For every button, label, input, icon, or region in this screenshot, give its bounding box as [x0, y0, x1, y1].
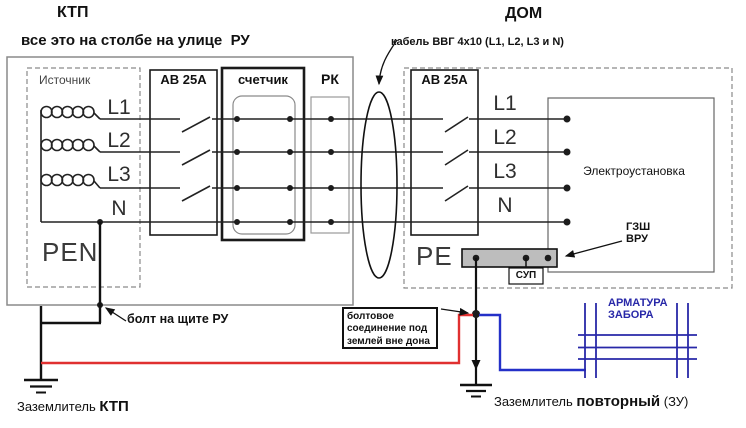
neutral-label-left: N: [111, 197, 127, 220]
cable-ellipse: [360, 91, 398, 279]
phase-label-l3-right: L3: [493, 160, 517, 183]
installation-box: [547, 97, 715, 273]
repeat-ground-symbol: [460, 383, 492, 398]
annotation-arrows: [104, 39, 623, 322]
dom-dashed-box: [403, 67, 733, 289]
bolt-panel-note: болт на щите РУ: [127, 312, 229, 326]
ktp-ground-symbol: [24, 378, 58, 394]
transformer-coils: [40, 105, 101, 222]
blue-rebar-wire: [479, 313, 586, 372]
coil-l2: [40, 138, 101, 153]
bolt-arrow: [104, 307, 127, 322]
installation-label: Электроустановка: [583, 164, 685, 178]
breaker-right-blades: [444, 116, 469, 202]
wires: [41, 116, 567, 223]
pen-conductor: [39, 222, 102, 380]
coil-l3: [40, 173, 101, 189]
phase-label-l1-right: L1: [493, 92, 517, 115]
sup-label: СУП: [515, 270, 537, 281]
cable-note: кабель ВВГ 4х10 (L1, L2, L3 и N): [391, 36, 564, 48]
meter-inner-frame: [232, 95, 296, 235]
meter-box: [220, 66, 306, 242]
phase-label-l1-left: L1: [107, 96, 131, 119]
phase-label-l2-left: L2: [107, 129, 131, 152]
meter-label: счетчик: [238, 72, 288, 87]
breaker-right-label: АВ 25А: [421, 72, 468, 87]
gzsh-arrow: [564, 240, 623, 258]
phase-label-l2-right: L2: [493, 126, 517, 149]
fence-rebar-grid: [578, 303, 697, 378]
breaker-left-label: АВ 25А: [160, 72, 207, 87]
rk-box: [310, 96, 350, 234]
pe-label: PE: [416, 241, 453, 271]
cable-arrow: [375, 39, 398, 86]
coil-l1: [40, 105, 101, 120]
junction-arrow: [440, 307, 470, 316]
phase-label-l3-left: L3: [107, 163, 131, 186]
source-label: Источник: [39, 73, 91, 87]
underground-junction-dot: [472, 310, 480, 318]
dom-title: ДОМ: [505, 5, 543, 22]
neutral-label-right: N: [497, 194, 513, 217]
sup-box: [508, 267, 544, 285]
bolt-joint-callout-box: [342, 307, 438, 349]
source-dashed-box: [26, 67, 141, 288]
ktp-title: КТП: [57, 4, 89, 21]
ktp-enclosure-box: [6, 56, 354, 306]
pen-label: PEN: [42, 237, 99, 267]
gzsh-bus-bar: [461, 248, 558, 268]
terminal-dots: [97, 115, 571, 308]
pe-flow-arrowhead: [471, 360, 481, 370]
ground-repeat-label: Заземлитель повторный (ЗУ): [494, 393, 689, 410]
pole-note: все это на столбе на улице РУ: [21, 32, 250, 49]
ground-ktp-label: Заземлитель КТП: [17, 398, 129, 415]
breaker-left-blades: [181, 116, 211, 202]
rk-label: РК: [321, 71, 339, 87]
